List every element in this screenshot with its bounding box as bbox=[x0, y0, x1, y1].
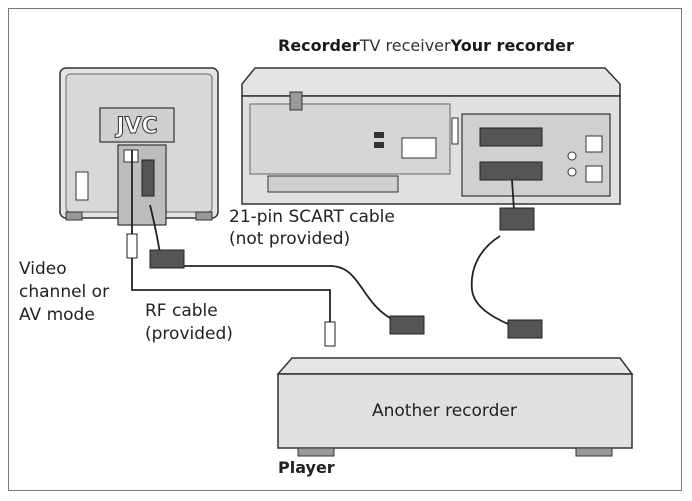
video-label-line1: Video bbox=[19, 259, 67, 279]
your-recorder bbox=[241, 67, 621, 205]
player-label: Player bbox=[278, 458, 335, 477]
tv-receiver-label: TV receiver bbox=[359, 36, 451, 55]
rf-cable-label-line2: (provided) bbox=[145, 324, 233, 344]
scart-plug-another-recorder-2 bbox=[507, 319, 543, 339]
rf-cable-label-line1: RF cable bbox=[145, 301, 218, 321]
scart-plug-another-recorder-1 bbox=[389, 315, 425, 335]
tv-receiver: JVC bbox=[59, 67, 219, 226]
your-recorder-label: Your recorder bbox=[450, 36, 574, 55]
another-recorder-label: Another recorder bbox=[372, 401, 517, 421]
video-label-line2: channel or bbox=[19, 282, 110, 302]
rf-plug-recorder bbox=[324, 321, 336, 347]
diagram-header: RecorderTV receiverYour recorder bbox=[278, 36, 574, 55]
scart-cable-your-recorder bbox=[470, 179, 515, 325]
another-recorder bbox=[276, 357, 634, 457]
scart-plug-tv bbox=[149, 249, 185, 269]
scart-plug-your-recorder bbox=[499, 207, 535, 231]
tv-brand-logo: JVC bbox=[114, 114, 157, 139]
rf-cable bbox=[131, 150, 331, 330]
rf-plug-tv bbox=[126, 233, 138, 259]
scart-cable-label-line2: (not provided) bbox=[229, 229, 351, 249]
recorder-label: Recorder bbox=[278, 36, 360, 55]
scart-cable-label-line1: 21-pin SCART cable bbox=[229, 207, 395, 227]
video-label-line3: AV mode bbox=[19, 305, 95, 325]
